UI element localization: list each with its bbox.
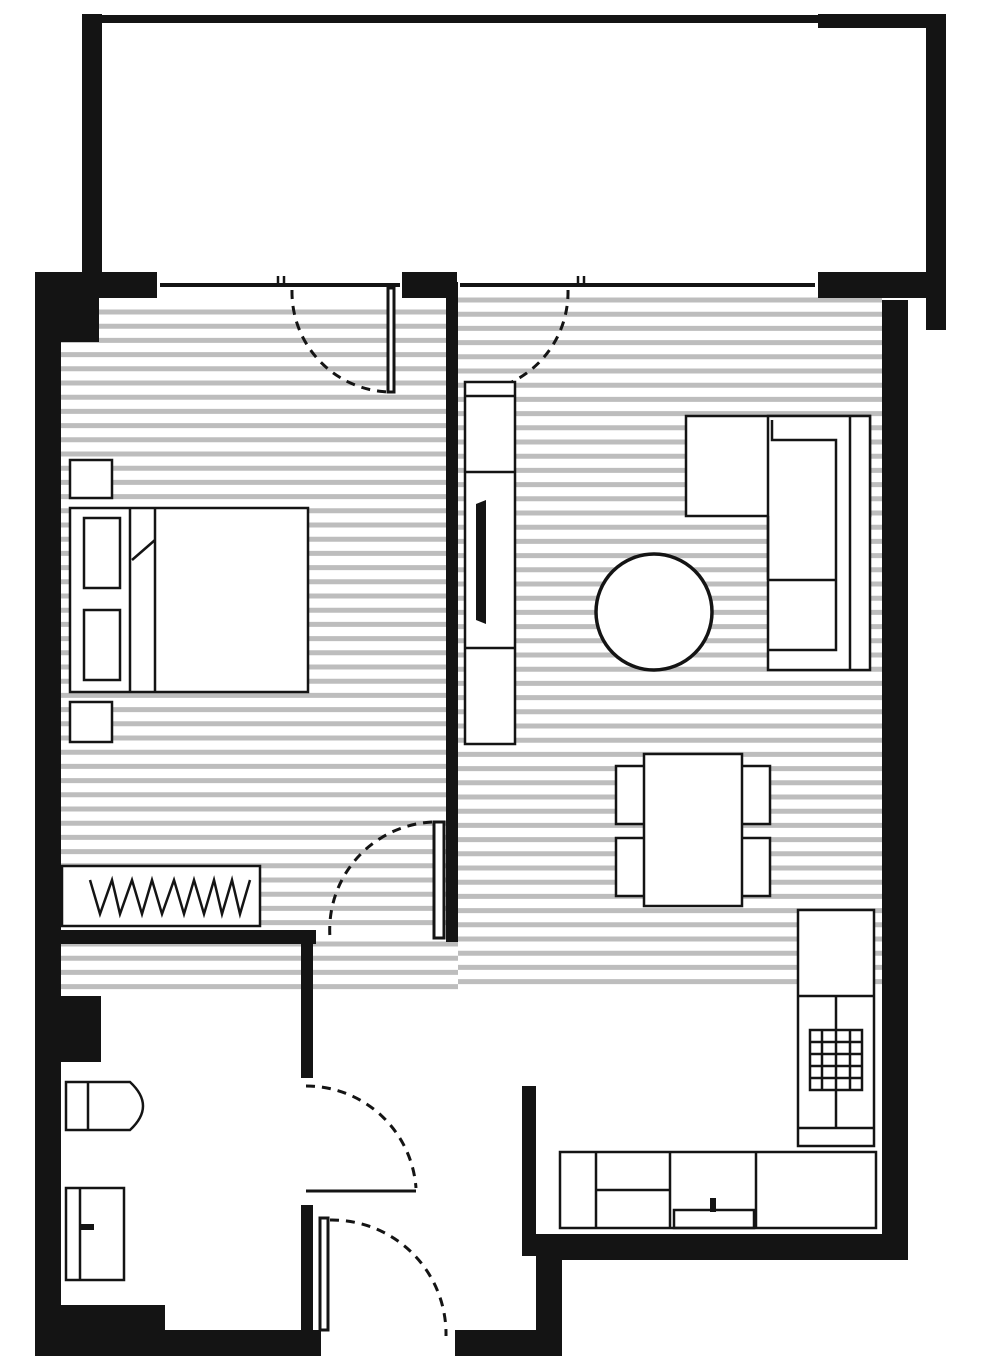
duvet-fold xyxy=(131,539,156,561)
balcony-right-wall xyxy=(926,14,946,330)
balcony-glazing xyxy=(160,276,815,287)
wall-left xyxy=(35,272,61,1356)
bed-frame xyxy=(68,506,310,694)
interior-walls xyxy=(58,282,536,1335)
partition-bath-hall-lower xyxy=(301,1205,313,1335)
partition-bedroom-living xyxy=(446,282,458,942)
tv-unit xyxy=(463,380,517,746)
sink-tap-icon xyxy=(710,1198,716,1212)
balcony-rail-top xyxy=(100,15,820,23)
round-coffee-table xyxy=(594,552,714,672)
basin-tap-icon xyxy=(80,1224,94,1230)
nightstand xyxy=(68,700,114,744)
fridge-tall-unit xyxy=(796,908,876,1148)
living-furniture xyxy=(463,380,872,908)
partition-bath-hall-upper xyxy=(301,940,313,1078)
dining-table xyxy=(642,752,744,908)
dining-chair xyxy=(614,764,648,826)
wall-bottom-right xyxy=(455,1330,562,1356)
exterior-walls xyxy=(35,272,946,1356)
wall-right xyxy=(882,300,908,1258)
balcony-left-wall xyxy=(82,14,102,276)
hall-floor-stripes xyxy=(61,941,458,990)
door-stop-bedroom-top xyxy=(386,286,396,394)
vanity-basin xyxy=(64,1186,126,1282)
kitchen-counter xyxy=(558,1150,878,1230)
fridge-grille-icon xyxy=(808,1028,864,1092)
bathroom xyxy=(64,1080,145,1282)
tv-screen xyxy=(476,500,486,624)
grille-frame xyxy=(808,1028,864,1092)
sofa-main xyxy=(766,414,872,672)
door-swing-bathroom xyxy=(305,1084,418,1189)
door-swing-bedroom-balcony xyxy=(290,289,391,394)
partition-kitchen-stub xyxy=(522,1086,536,1256)
door-swing-living-balcony xyxy=(463,289,570,394)
tv-unit-body xyxy=(463,380,517,746)
wall-top-right-corner xyxy=(818,272,946,298)
wardrobe-body xyxy=(60,864,262,928)
dining-chair xyxy=(738,764,772,826)
balcony-top-right-corner xyxy=(818,14,946,28)
toilet-bowl xyxy=(64,1080,145,1132)
wardrobe-hangers xyxy=(88,875,252,919)
door-swing-entry xyxy=(329,1218,448,1337)
pillow xyxy=(82,516,122,590)
door-stop-entry xyxy=(318,1216,330,1332)
sofa-cushion-line xyxy=(768,420,838,652)
door-stop-bedroom-side xyxy=(432,820,446,940)
pillow xyxy=(82,608,122,682)
vanity-body xyxy=(64,1186,126,1282)
wardrobe xyxy=(60,864,262,928)
corner-sofa xyxy=(684,414,872,672)
balcony xyxy=(82,14,946,330)
wall-bath-pier xyxy=(35,996,101,1062)
partition-bedroom-bath xyxy=(58,930,316,944)
double-bed xyxy=(68,506,310,694)
door-swing-bedroom xyxy=(328,820,433,939)
nightstand xyxy=(68,458,114,500)
wall-kitchen-bottom xyxy=(536,1234,908,1260)
dining-chair xyxy=(738,836,772,898)
doors xyxy=(290,289,570,1337)
dining-set xyxy=(614,752,772,908)
wall-bath-corner xyxy=(35,1305,165,1356)
toilet xyxy=(64,1080,145,1132)
bedroom-furniture xyxy=(60,458,310,928)
kitchen xyxy=(558,908,878,1230)
dining-chair xyxy=(614,836,648,898)
